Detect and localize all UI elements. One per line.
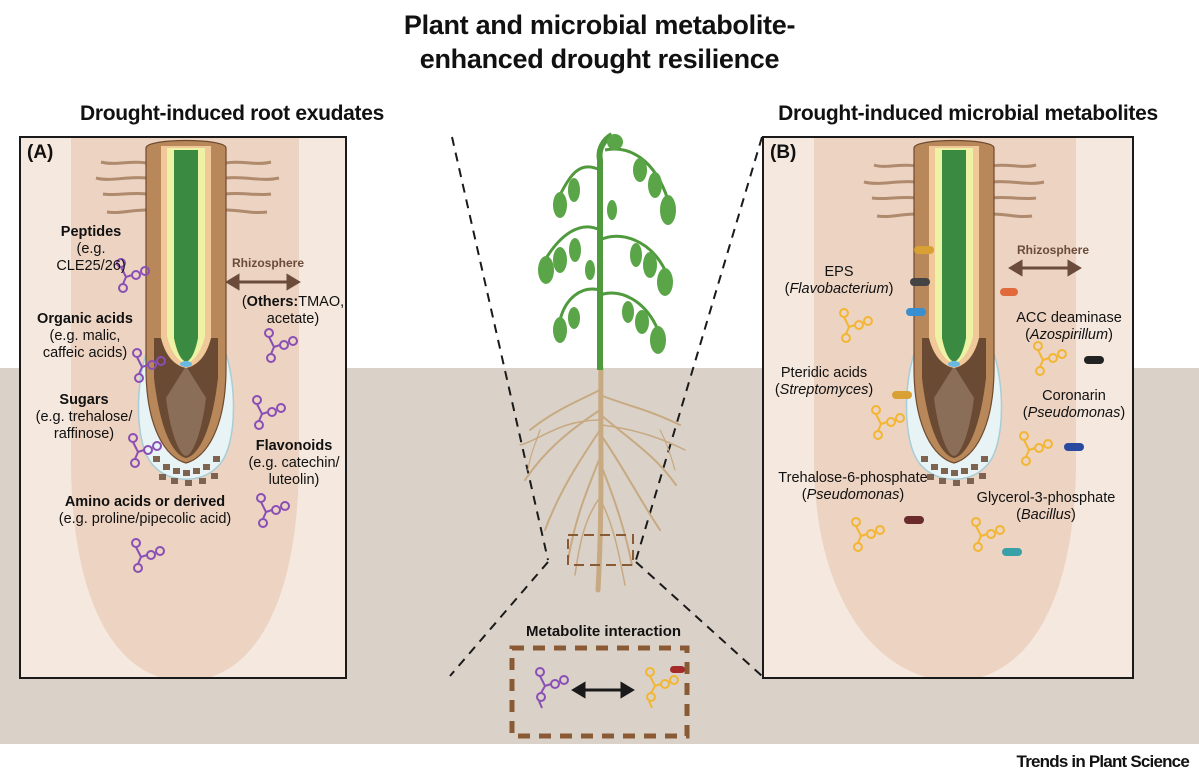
root-diagram-a bbox=[71, 138, 301, 677]
label-trehalose-6-phosphate: Trehalose-6-phosphate (Pseudomonas) bbox=[778, 470, 928, 503]
label-metabolite: EPS bbox=[824, 264, 854, 280]
label-microbe: Pseudomonas bbox=[806, 487, 900, 503]
rhizosphere-label-a: Rhizosphere bbox=[232, 256, 305, 270]
label-example: (e.g. malic, bbox=[49, 328, 121, 344]
border-cells bbox=[921, 456, 988, 486]
label-eps: EPS (Flavobacterium) bbox=[784, 264, 894, 297]
label-example: caffeic acids) bbox=[42, 345, 128, 361]
label-example: acetate) bbox=[266, 311, 320, 327]
microbial-metabolite-icon bbox=[645, 667, 679, 709]
stele bbox=[942, 150, 966, 362]
label-microbe: Streptomyces bbox=[779, 382, 869, 398]
label-microbe: Bacillus bbox=[1021, 507, 1071, 523]
title-line-2: enhanced drought resilience bbox=[419, 44, 780, 74]
label-name: Flavonoids bbox=[255, 438, 333, 454]
stele bbox=[174, 150, 198, 362]
label-sugars: Sugars (e.g. trehalose/ raffinose) bbox=[29, 392, 139, 443]
label-example: luteolin) bbox=[268, 472, 320, 488]
label-acc-deaminase: ACC deaminase (Azospirillum) bbox=[1016, 310, 1122, 343]
label-peptides: Peptides (e.g. CLE25/26) bbox=[41, 224, 141, 275]
label-example: (e.g. proline/pipecolic acid) bbox=[58, 511, 232, 527]
interaction-title: Metabolite interaction bbox=[526, 623, 682, 640]
label-example: TMAO, bbox=[298, 294, 345, 310]
label-metabolite: Glycerol-3-phosphate bbox=[976, 490, 1116, 506]
bacteria-icons bbox=[892, 246, 1104, 556]
wilted-plant bbox=[538, 132, 676, 370]
label-metabolite: Pteridic acids bbox=[780, 365, 868, 381]
rhizosphere-arrow bbox=[225, 273, 301, 291]
root-hairs bbox=[95, 160, 280, 215]
label-organic-acids: Organic acids (e.g. malic, caffeic acids… bbox=[25, 311, 145, 362]
label-example: (e.g. CLE25/26) bbox=[56, 241, 126, 274]
label-example: (e.g. trehalose/ bbox=[35, 409, 133, 425]
label-others: (Others:TMAO, acetate) bbox=[241, 294, 345, 327]
label-metabolite: ACC deaminase bbox=[1016, 310, 1122, 326]
interaction-box bbox=[509, 645, 690, 739]
root-diagram-b bbox=[814, 138, 1104, 677]
label-flavonoids: Flavonoids (e.g. catechin/ luteolin) bbox=[239, 438, 345, 489]
label-microbe: Flavobacterium bbox=[789, 281, 889, 297]
label-example: (e.g. catechin/ bbox=[248, 455, 340, 471]
root-hairs bbox=[863, 163, 1045, 219]
columella bbox=[166, 366, 206, 456]
panel-a-heading: Drought-induced root exudates bbox=[80, 102, 384, 125]
title-line-1: Plant and microbial metabolite- bbox=[403, 10, 796, 40]
zoom-lines bbox=[449, 136, 763, 677]
columella bbox=[934, 366, 974, 456]
label-amino-acids: Amino acids or derived (e.g. proline/pip… bbox=[35, 494, 255, 528]
label-name: Amino acids or derived bbox=[64, 494, 226, 510]
label-metabolite: Coronarin bbox=[1042, 388, 1106, 404]
quiescent-center bbox=[180, 361, 192, 367]
border-cells bbox=[153, 456, 220, 486]
label-name: Sugars bbox=[59, 392, 109, 408]
rhizosphere-arrow bbox=[1008, 259, 1082, 277]
plant-metabolite-icon bbox=[535, 667, 569, 709]
microbial-metabolite-icons bbox=[839, 308, 1067, 552]
panel-a: (A) Rhizosphere Peptides (e.g. CLE25/26)… bbox=[19, 136, 347, 679]
label-metabolite: Trehalose-6-phosphate bbox=[778, 470, 928, 486]
panel-a-label: (A) bbox=[27, 142, 54, 163]
label-pteridic-acids: Pteridic acids (Streptomyces) bbox=[774, 365, 874, 398]
label-microbe: Azospirillum bbox=[1029, 327, 1109, 343]
label-name: Others: bbox=[246, 294, 299, 310]
quiescent-center bbox=[948, 361, 960, 367]
label-coronarin: Coronarin (Pseudomonas) bbox=[1022, 388, 1126, 421]
plant-roots bbox=[519, 365, 686, 593]
bacterium-icon bbox=[670, 666, 685, 673]
root-zoom-box bbox=[567, 534, 634, 566]
double-arrow-icon bbox=[571, 681, 635, 699]
panel-b-heading: Drought-induced microbial metabolites bbox=[778, 102, 1158, 125]
label-microbe: Pseudomonas bbox=[1027, 405, 1121, 421]
panel-b-label: (B) bbox=[770, 142, 797, 163]
label-glycerol-3-phosphate: Glycerol-3-phosphate (Bacillus) bbox=[976, 490, 1116, 523]
label-name: Organic acids bbox=[37, 311, 133, 327]
journal-name: Trends in Plant Science bbox=[1016, 752, 1190, 771]
label-name: Peptides bbox=[60, 224, 122, 240]
panel-b: (B) Rhizosphere EPS (Flavobacterium) ACC… bbox=[762, 136, 1134, 679]
plant-metabolite-icons bbox=[116, 258, 298, 573]
rhizosphere-label-b: Rhizosphere bbox=[1017, 243, 1090, 257]
figure-title: Plant and microbial metabolite- enhanced… bbox=[0, 8, 1199, 76]
label-example: raffinose) bbox=[53, 426, 115, 442]
